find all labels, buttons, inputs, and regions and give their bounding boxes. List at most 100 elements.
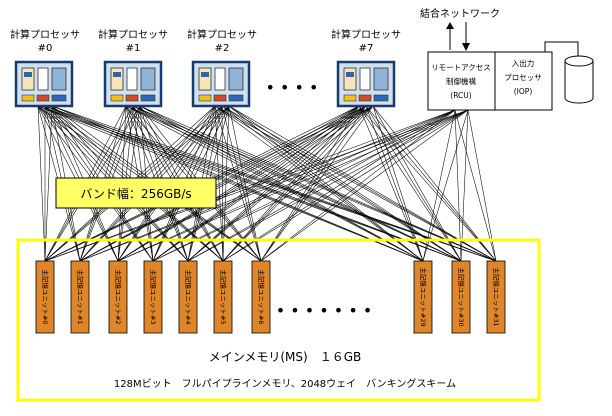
memory-unit-label: 主記憶ユニット#4 <box>184 269 193 324</box>
memory-unit-2: 主記憶ユニット#2 <box>108 260 128 334</box>
processor-chip-icon <box>191 60 251 108</box>
memory-units: 主記憶ユニット#0 主記憶ユニット#1 主記憶ユニット#2 主記憶ユニット#3 主記憶ユ… <box>35 260 506 334</box>
memory-unit-6: 主記憶ユニット#6 <box>251 260 271 334</box>
memory-unit-box <box>178 260 198 334</box>
connection-line <box>260 109 469 262</box>
memory-unit-label: 主記憶ユニット#3 <box>149 269 158 324</box>
iop-label-line2: プロセッサ <box>504 73 542 82</box>
memory-unit-4: 主記憶ユニット#4 <box>178 260 198 334</box>
connection-line <box>79 105 374 262</box>
connection-line <box>228 105 497 262</box>
connection-line <box>44 105 424 262</box>
memory-unit-label: 主記憶ユニット#29 <box>419 267 428 326</box>
connection-line <box>422 109 469 262</box>
iop-disk-connector <box>544 41 579 56</box>
memory-unit-7: 主記憶ユニット#29 <box>413 260 433 334</box>
memory-unit-label: 主記憶ユニット#30 <box>457 267 466 326</box>
connection-line <box>365 105 462 262</box>
connection-line <box>117 109 469 262</box>
memory-unit-8: 主記憶ユニット#30 <box>451 260 471 334</box>
connection-line <box>260 109 456 262</box>
main-memory-description: 128Mビット フルパイプラインメモリ、2048ウェイ バンキングスキーム <box>114 377 456 390</box>
processor-chip-icon <box>336 60 396 108</box>
connection-line <box>117 109 456 262</box>
memory-unit-box <box>70 260 90 334</box>
rcu-label-line3: (RCU) <box>450 91 471 100</box>
connection-line <box>222 109 456 262</box>
memory-unit-label: 主記憶ユニット#6 <box>257 269 266 324</box>
bandwidth-label-box <box>55 177 217 209</box>
memory-unit-5: 主記憶ユニット#5 <box>213 260 233 334</box>
bandwidth-label: バンド幅：256GB/s <box>80 186 191 201</box>
memory-unit-box <box>451 260 471 334</box>
memory-unit-box <box>213 260 233 334</box>
connection-line <box>139 105 497 262</box>
processor-label: 計算プロセッサ <box>331 28 401 41</box>
memory-unit-label: 主記憶ユニット#5 <box>219 269 228 324</box>
connection-line <box>139 105 462 262</box>
memory-unit-box <box>251 260 271 334</box>
processor-number: #1 <box>126 43 141 54</box>
connection-line <box>51 105 462 262</box>
connection-line <box>365 105 497 262</box>
connection-line <box>260 105 367 262</box>
connection-line <box>132 105 424 262</box>
connection-line <box>228 105 424 262</box>
processor-number: #0 <box>38 43 53 54</box>
memory-unit-label: 主記憶ユニット#31 <box>492 267 501 326</box>
processor-1: 計算プロセッサ #1 <box>98 28 168 108</box>
connection-line <box>358 105 462 262</box>
connection-line <box>460 109 469 262</box>
connection-line <box>152 105 374 262</box>
connection-line <box>358 105 424 262</box>
processor-chip-icon <box>103 60 163 108</box>
connection-line <box>221 105 462 262</box>
connection-line <box>187 105 374 262</box>
memory-unit-label: 主記憶ユニット#1 <box>76 269 85 324</box>
processor-chip-icon <box>14 60 74 108</box>
processor-label: 計算プロセッサ <box>98 28 168 41</box>
iop-label-line3: (IOP) <box>514 87 533 96</box>
memory-unit-1: 主記憶ユニット#1 <box>70 260 90 334</box>
connection-line <box>44 105 53 262</box>
processor-ellipsis: • • • • <box>265 78 318 97</box>
connection-line <box>260 105 360 262</box>
connection-line <box>228 105 462 262</box>
memory-unit-box <box>143 260 163 334</box>
connection-line <box>79 109 469 262</box>
connection-line <box>117 105 374 262</box>
main-memory-title: メインメモリ(MS) １６GB <box>209 350 362 364</box>
network-arrows <box>446 22 470 51</box>
memory-unit-box <box>35 260 55 334</box>
memory-unit-box <box>413 260 433 334</box>
connection-line <box>125 105 424 262</box>
connection-line <box>214 105 462 262</box>
memory-unit-9: 主記憶ユニット#31 <box>486 260 506 334</box>
connection-line <box>222 109 469 262</box>
connection-line <box>139 105 424 262</box>
connection-line <box>467 109 497 262</box>
processor-label: 計算プロセッサ <box>10 28 80 41</box>
memory-unit-label: 主記憶ユニット#0 <box>41 269 50 324</box>
rcu-label-line1: リモートアクセス <box>431 63 491 72</box>
connection-line <box>221 105 424 262</box>
processor-0: 計算プロセッサ #0 <box>10 28 80 108</box>
connection-line <box>454 109 497 262</box>
connection-line <box>454 109 462 262</box>
processor-number: #2 <box>215 43 230 54</box>
connection-line <box>214 105 424 262</box>
network-label: 結合ネットワーク <box>420 7 500 20</box>
memory-unit-box <box>108 260 128 334</box>
connection-line <box>372 105 497 262</box>
connection-line <box>152 109 469 262</box>
memory-ellipsis: • • • • • • • <box>276 301 373 320</box>
iop-label-line1: 入出力 <box>512 58 535 68</box>
connection-line <box>422 109 456 262</box>
processor-2: 計算プロセッサ #2 <box>187 28 257 108</box>
memory-unit-3: 主記憶ユニット#3 <box>143 260 163 334</box>
connection-line <box>152 109 456 262</box>
rcu-iop-box <box>427 51 553 111</box>
memory-unit-box <box>486 260 506 334</box>
connection-line <box>51 105 424 262</box>
